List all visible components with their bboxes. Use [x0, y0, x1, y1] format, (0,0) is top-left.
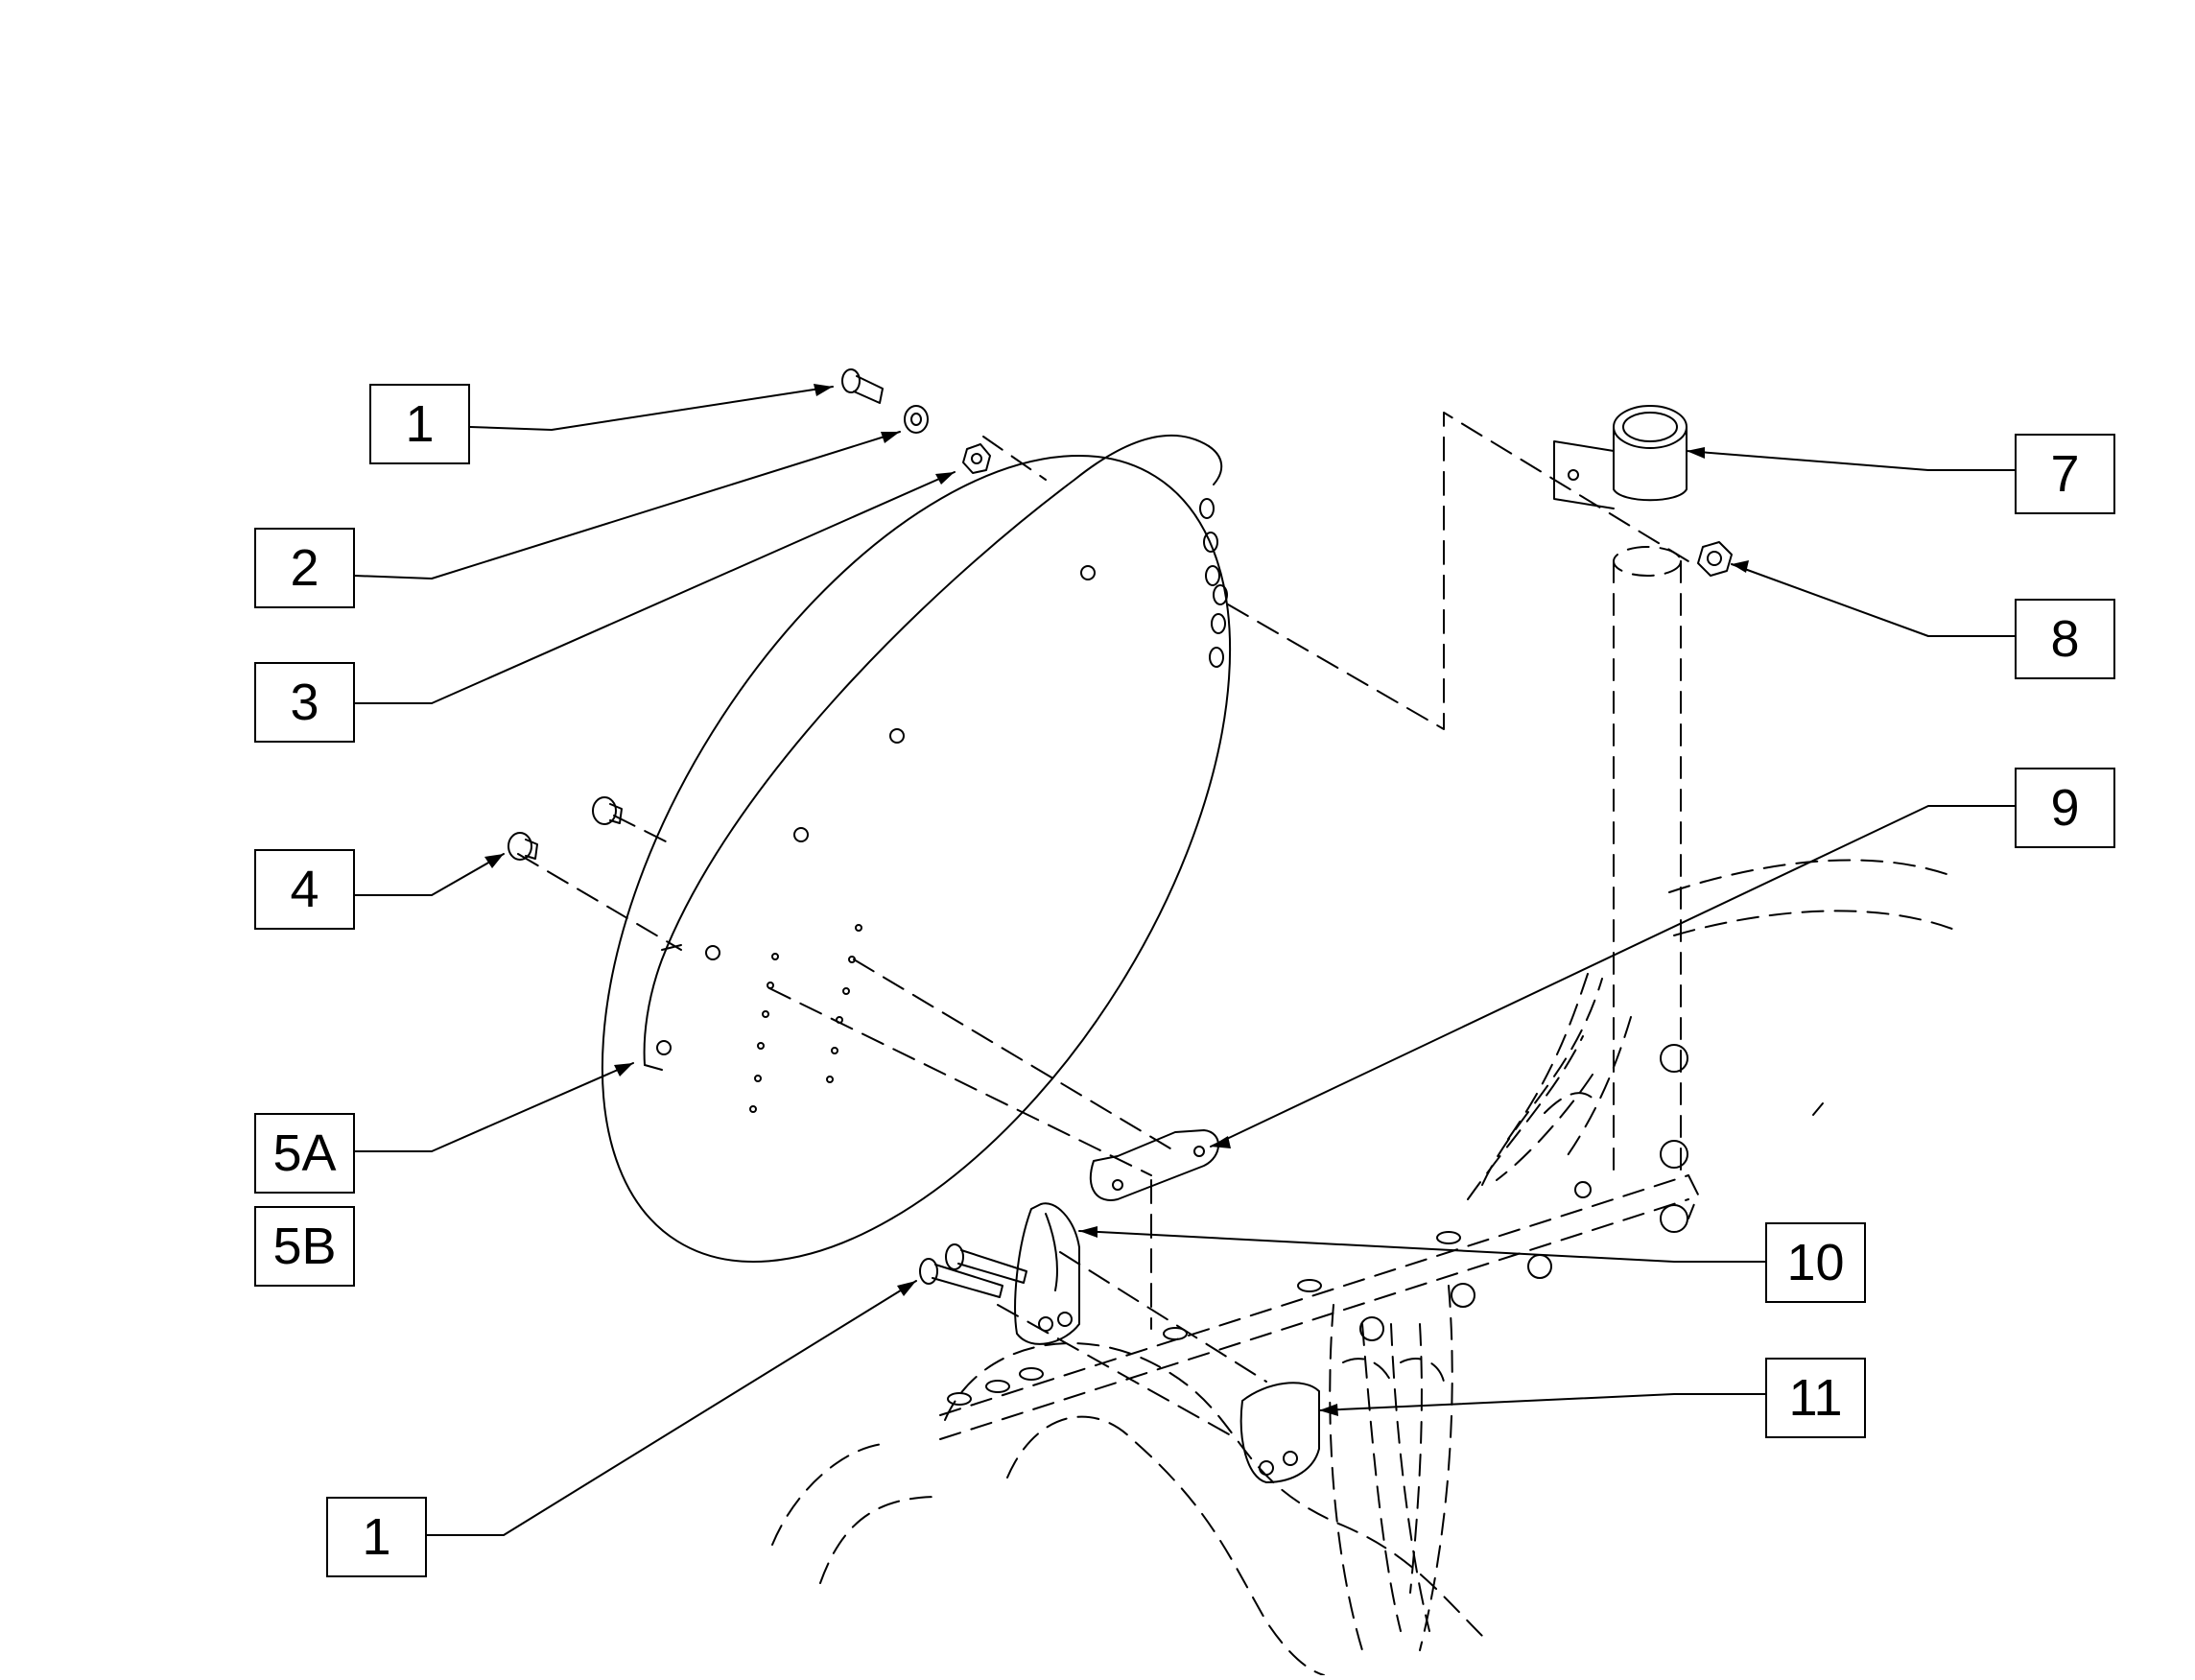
part-8-nut [1697, 541, 1733, 577]
side-rail [939, 978, 1699, 1440]
upright-post [1613, 546, 1682, 1181]
post-nuts [1574, 1044, 1688, 1233]
bottom-screws-part-1 [919, 1243, 1027, 1298]
callout-5b: 5B [254, 1206, 355, 1287]
nut-part-3 [962, 443, 991, 474]
callout-8: 8 [2015, 599, 2115, 679]
callout-1-bottom: 1 [326, 1497, 427, 1577]
panel-holes [656, 498, 1228, 1113]
seat-frame-outline [771, 859, 1958, 1676]
screw-part-4 [507, 796, 623, 861]
callout-7: 7 [2015, 434, 2115, 514]
callout-11: 11 [1765, 1358, 1866, 1438]
callout-4: 4 [254, 849, 355, 930]
leader-lines [354, 386, 2020, 1536]
rail-bolts [947, 1231, 1552, 1406]
part-9-bracket [1089, 1129, 1219, 1201]
side-guard-panel [601, 434, 1232, 1264]
callout-2: 2 [254, 528, 355, 608]
assembly-lines [517, 412, 1689, 1440]
callout-10: 10 [1765, 1222, 1866, 1303]
top-screw-part-1 [841, 368, 884, 404]
part-7-clamp [1553, 405, 1688, 509]
callout-1-top: 1 [369, 384, 470, 464]
washer-part-2 [904, 405, 929, 434]
callout-3: 3 [254, 662, 355, 743]
part-10-clamp [1014, 1202, 1080, 1345]
arrowheads [484, 384, 1749, 1416]
callout-5a: 5A [254, 1113, 355, 1194]
callout-9: 9 [2015, 768, 2115, 848]
part-11-clamp [1239, 1382, 1320, 1483]
